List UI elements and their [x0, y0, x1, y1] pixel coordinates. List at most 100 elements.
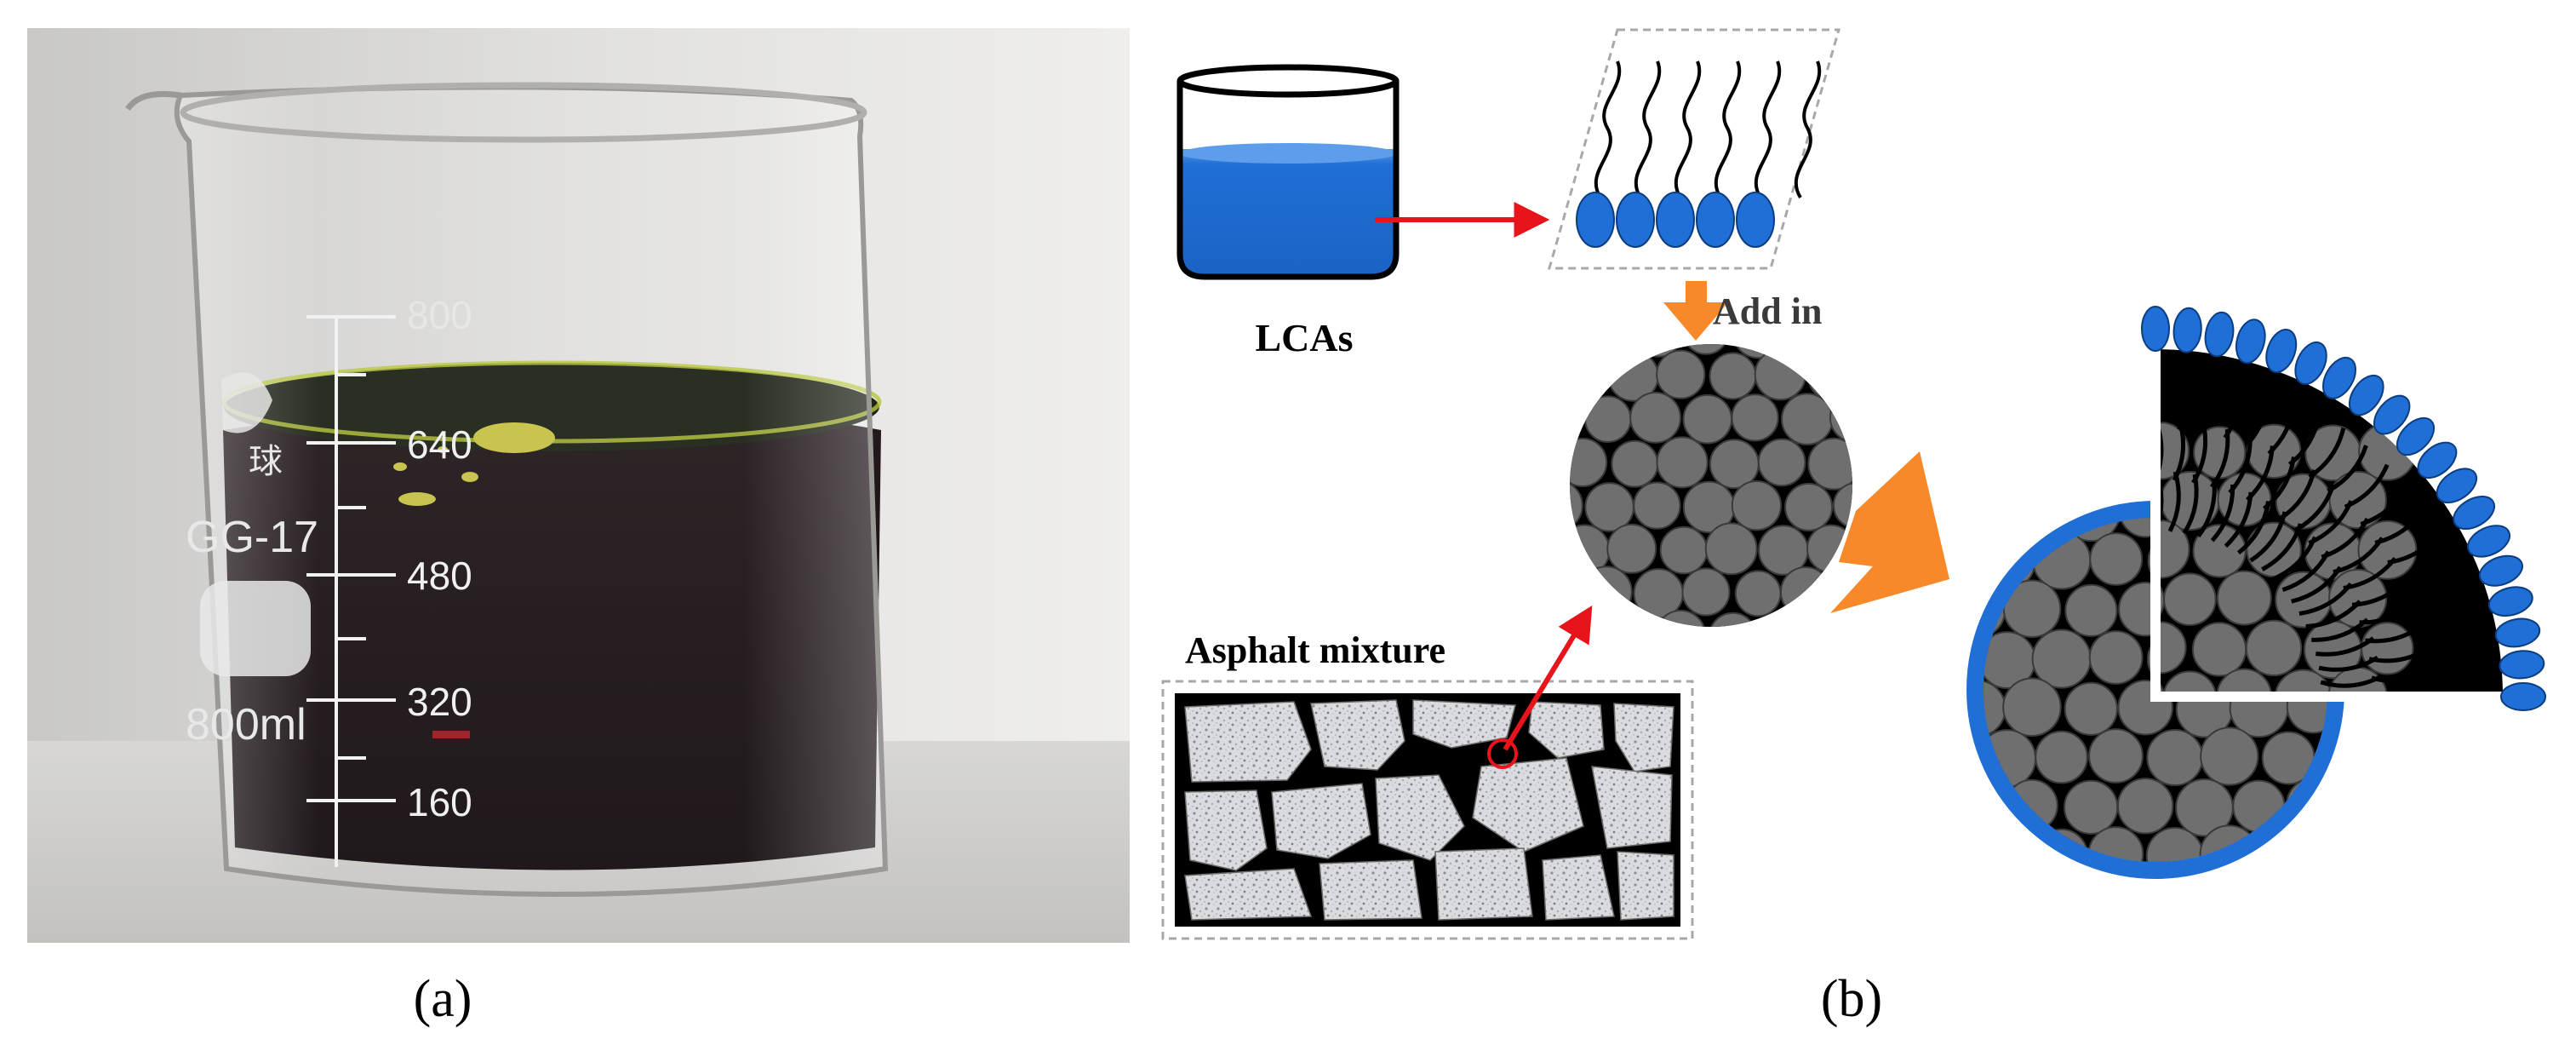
- binder-particle: [2361, 818, 2413, 871]
- binder-particle: [1570, 393, 1581, 443]
- binder-particle: [1704, 522, 1758, 576]
- surfactant-head: [2478, 554, 2523, 587]
- binder-particle: [1659, 525, 1709, 575]
- grad-label-800: 800: [407, 293, 472, 337]
- surfactant-head: [2499, 650, 2545, 680]
- binder-particle: [1731, 393, 1779, 442]
- panel-a-photo: 800 640 480 320 160 球 GG-17 800ml: [27, 28, 1130, 943]
- binder-particle: [1611, 439, 1659, 488]
- binder-particle: [1580, 566, 1633, 618]
- grad-label-480: 480: [407, 554, 472, 598]
- binder-particle: [2163, 572, 2217, 626]
- asphalt-mixture-block: [1161, 680, 1694, 940]
- binder-particle: [1629, 392, 1681, 444]
- binder-particle: [2216, 570, 2272, 626]
- binder-particle: [2088, 728, 2144, 784]
- glass-marking-glyph: 球: [249, 443, 283, 480]
- binder-particle: [1965, 818, 2019, 873]
- binder-particle: [1807, 437, 1852, 491]
- surfactant-head: [2373, 394, 2411, 435]
- binder-particle: [1656, 436, 1709, 489]
- binder-particle: [2089, 532, 2144, 586]
- arrow-zoom: [1503, 605, 1593, 751]
- surfactant-head: [2172, 307, 2202, 353]
- surfactant-tail: [2291, 566, 2343, 604]
- surfactant-tail: [2196, 478, 2217, 538]
- surfactant-head: [2467, 525, 2511, 558]
- binder-particle: [2002, 677, 2062, 738]
- surfactant-head: [2396, 416, 2436, 456]
- caption-b: (b): [1821, 970, 1882, 1028]
- binder-particle: [2307, 821, 2358, 872]
- surfactant-head: [2348, 374, 2384, 416]
- binder-particle: [1634, 344, 1684, 358]
- binder-particle: [1807, 351, 1852, 401]
- surfactant-tail: [2224, 491, 2253, 548]
- binder-particle: [1708, 611, 1758, 627]
- binder-particle: [1570, 437, 1608, 487]
- surfactant-tail: [2305, 600, 2361, 629]
- surfactant-head: [2294, 341, 2327, 385]
- glass-reflection: [221, 372, 272, 434]
- binder-particle: [2088, 630, 2144, 685]
- binder-particle: [2021, 424, 2074, 477]
- binder-particle: [2162, 670, 2218, 697]
- binder-particle: [1731, 479, 1783, 531]
- binder-particle: [1682, 393, 1733, 445]
- surfactant-tail: [2261, 523, 2303, 571]
- surfactant-head: [2417, 441, 2458, 479]
- binder-particle: [1995, 475, 2047, 527]
- surfactant-head: [2436, 468, 2478, 504]
- binder-particle: [1829, 392, 1852, 444]
- label-asphalt-mixture: Asphalt mixture: [1185, 629, 1445, 671]
- surfactant-head: [2265, 329, 2298, 374]
- zoomed-quarter-wedge: [1965, 306, 2546, 873]
- binder-particle: [1781, 393, 1834, 445]
- binder-particle: [1584, 395, 1632, 443]
- glass-label-patch: [200, 581, 311, 676]
- binder-particle: [1681, 567, 1731, 617]
- binder-particle: [2361, 622, 2414, 675]
- binder-particle: [1754, 348, 1806, 401]
- binder-particle: [1606, 523, 1657, 574]
- surfactant-head: [2141, 306, 2170, 352]
- graduation-scale: [306, 315, 396, 867]
- surfactant-tail: [2236, 501, 2270, 555]
- binder-particle: [1779, 566, 1832, 618]
- binder-particle: [1806, 611, 1852, 627]
- binder-particle: [1734, 570, 1782, 617]
- binder-particle: [2003, 518, 2061, 539]
- label-lcas: LCAs: [1255, 316, 1353, 359]
- grad-label-320: 320: [407, 680, 472, 724]
- binder-particle: [1580, 344, 1633, 358]
- surfactant-molecules: [1548, 28, 1840, 270]
- binder-particle: [2064, 681, 2118, 736]
- binder-particle: [1655, 609, 1707, 627]
- surfactant-tail: [2249, 511, 2287, 563]
- zoom-marker: [1487, 738, 1518, 769]
- surfactant-tail: [2167, 471, 2181, 532]
- surfactant-tail: [2320, 675, 2382, 688]
- surfactant-head: [2235, 319, 2266, 365]
- binder-particle: [1656, 349, 1706, 399]
- binder-particle: [1570, 344, 1583, 357]
- glass-marking-gg17: GG-17: [186, 513, 318, 562]
- binder-particle: [2146, 729, 2204, 787]
- binder-particle: [2191, 622, 2247, 677]
- grad-label-640: 640: [407, 422, 472, 467]
- binder-particle: [1682, 344, 1730, 355]
- binder-particle: [1834, 344, 1852, 357]
- lcas-container: [1176, 64, 1400, 280]
- binder-particle: [1570, 569, 1583, 617]
- label-add-in: Add in: [1713, 290, 1822, 332]
- surfactant-head: [2453, 496, 2496, 530]
- surfactant-tail: [2318, 655, 2379, 672]
- binder-particle: [2332, 769, 2384, 821]
- binder-particle: [1984, 827, 2037, 862]
- beaker-spout: [125, 90, 181, 112]
- binder-particle: [1570, 479, 1583, 531]
- surfactant-tail: [2271, 536, 2317, 582]
- binder-particle: [1966, 524, 2018, 576]
- surfactant-head: [2494, 617, 2541, 648]
- binder-particle: [1967, 426, 2018, 477]
